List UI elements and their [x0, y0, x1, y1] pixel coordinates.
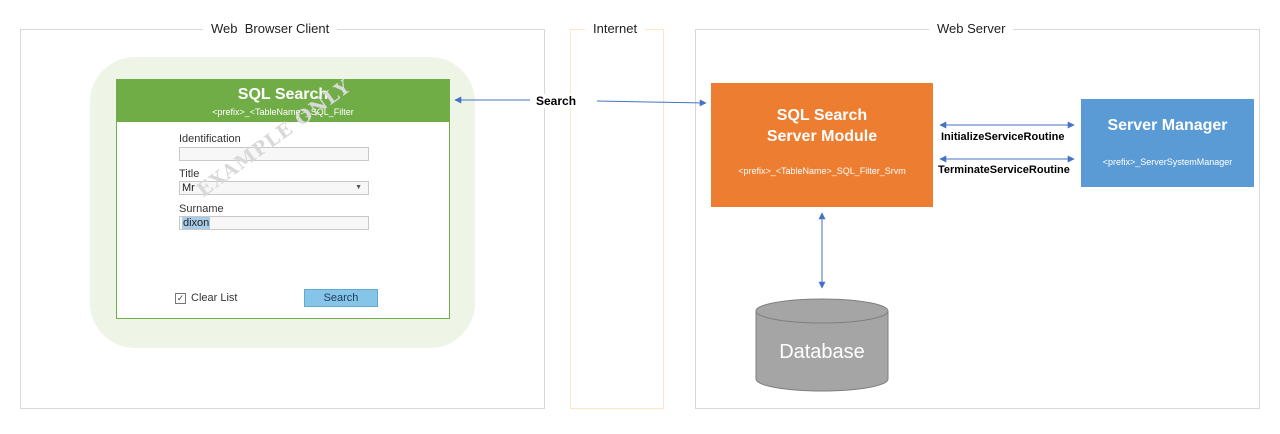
- server-section-title: Web Server: [929, 21, 1014, 36]
- sql-search-form: SQL Search <prefix>_<TableName>_SQL_Filt…: [116, 75, 450, 319]
- server-manager-box: Server Manager <prefix>_ServerSystemMana…: [1081, 99, 1254, 187]
- form-title: SQL Search: [237, 86, 329, 103]
- server-manager-title: Server Manager: [1107, 117, 1228, 134]
- identification-input[interactable]: [179, 147, 369, 161]
- clear-list-checkbox[interactable]: ✓: [175, 293, 186, 304]
- database-cylinder: [755, 298, 889, 392]
- sql-module-title-line2: Server Module: [766, 128, 878, 145]
- clear-list-label: Clear List: [191, 292, 238, 304]
- chevron-down-icon: ▼: [355, 184, 362, 191]
- sql-module-title-line1: SQL Search: [776, 107, 868, 124]
- form-subtitle: <prefix>_<TableName>_SQL_Filter: [212, 107, 354, 117]
- web-browser-client-section: Web Browser Client: [20, 21, 545, 409]
- web-server-section: Web Server: [695, 21, 1260, 409]
- identification-label: Identification: [179, 133, 241, 145]
- surname-label: Surname: [179, 203, 224, 215]
- surname-input[interactable]: dixon: [179, 216, 369, 230]
- terminate-edge-label: TerminateServiceRoutine: [938, 164, 1070, 176]
- internet-section-title: Internet: [585, 21, 646, 36]
- search-arrow-right: [596, 99, 707, 107]
- initialize-edge-label: InitializeServiceRoutine: [941, 131, 1065, 143]
- client-section-title: Web Browser Client: [203, 21, 338, 36]
- title-select-value: Mr: [182, 182, 195, 194]
- search-button[interactable]: Search: [304, 289, 378, 307]
- title-label: Title: [179, 168, 200, 180]
- sql-search-server-module: SQL Search Server Module <prefix>_<Table…: [711, 83, 933, 207]
- title-select[interactable]: Mr ▼: [179, 181, 369, 195]
- sql-module-subtitle: <prefix>_<TableName>_SQL_Filter_Srvm: [738, 166, 906, 176]
- server-manager-subtitle: <prefix>_ServerSystemManager: [1102, 157, 1233, 167]
- internet-section: Internet: [570, 21, 664, 409]
- surname-input-value: dixon: [182, 217, 211, 229]
- database-label: Database: [779, 341, 865, 363]
- form-header: SQL Search <prefix>_<TableName>_SQL_Filt…: [117, 80, 449, 122]
- search-edge-label: Search: [533, 94, 580, 108]
